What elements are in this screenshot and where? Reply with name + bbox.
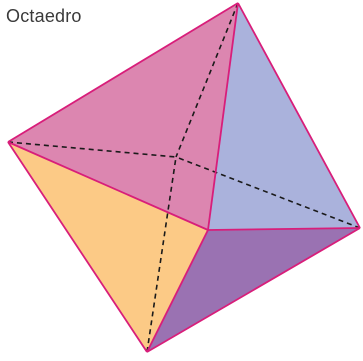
hidden-edge-top-back — [175, 2, 239, 158]
hidden-edge-left-back — [7, 141, 177, 158]
hidden-edge-bottom-back — [146, 156, 177, 353]
edge-right-front — [207, 227, 361, 231]
hidden-edge-right-back — [175, 156, 361, 229]
edge-top-right — [237, 2, 361, 229]
edge-top-front — [207, 2, 239, 231]
face-bottom-left — [8, 142, 208, 352]
edge-bottom-right — [146, 227, 361, 353]
edge-bottom-left — [7, 141, 148, 353]
figure-title: Octaedro — [6, 6, 82, 26]
face-top-left — [8, 3, 238, 230]
edge-bottom-front — [146, 229, 209, 353]
edge-top-left — [7, 2, 239, 143]
hidden-edges — [7, 2, 361, 353]
edge-left-front — [7, 141, 209, 231]
visible-edges — [7, 2, 361, 353]
face-top-right — [208, 3, 360, 230]
